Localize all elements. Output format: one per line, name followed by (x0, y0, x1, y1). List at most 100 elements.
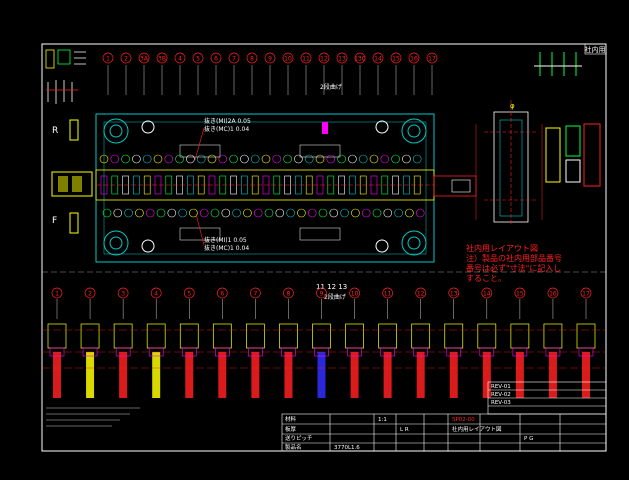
upper-punch (380, 154, 390, 164)
section-punch (416, 352, 425, 398)
section-ref-lines (42, 329, 606, 369)
lower-punch (286, 208, 295, 218)
upper-punch (110, 154, 120, 164)
bottom-station-marker (183, 287, 195, 299)
top-station-marker (264, 52, 276, 64)
bottom-group-label: 11 12 13 (316, 283, 347, 291)
upper-punch (121, 154, 130, 164)
tb-thickness: 板厚 (285, 425, 297, 433)
note-block: 社内用レイアウト図 注）製品の社内用部品番号 番号は必ず"寸法"に記入し するこ… (466, 243, 562, 283)
bottom-station-marker (51, 287, 63, 299)
top-station-label: 1 (106, 56, 110, 63)
section-punch (152, 352, 161, 398)
section-upper (543, 323, 563, 349)
bottom-station-label: 14 (483, 291, 491, 298)
section-upper (212, 323, 232, 349)
upper-punch (358, 154, 368, 164)
bottom-station-label: 2 (88, 291, 92, 298)
section-punch (317, 352, 326, 398)
lower-punch (307, 208, 317, 218)
front-label: F (52, 216, 57, 226)
note-line-4: すること。 (466, 274, 506, 283)
bottom-station-label: 4 (154, 291, 158, 298)
upper-punch (402, 154, 411, 164)
top-station-marker (192, 52, 204, 64)
lower-punch (243, 208, 252, 218)
lower-punch (405, 208, 414, 218)
strip-station (284, 175, 291, 195)
guide-plate (299, 227, 341, 241)
section-upper (510, 323, 530, 349)
section-punch (548, 352, 557, 398)
bottom-station-label: 13 (450, 291, 458, 298)
section-upper (411, 323, 431, 349)
tb-note: 社内用レイアウト図 (452, 425, 502, 433)
lower-punch (329, 208, 339, 218)
section-punch (582, 352, 590, 398)
sheet-tag-box (584, 43, 607, 55)
bottom-station-label: 12 (417, 291, 425, 298)
top-station-marker (336, 52, 348, 64)
top-station-label: 13 (338, 56, 346, 63)
section-upper (312, 323, 331, 349)
strip-station (143, 175, 151, 195)
upper-punch (240, 154, 249, 164)
bottom-station-marker (117, 287, 129, 299)
guide-plate (299, 144, 341, 158)
upper-punch (391, 154, 400, 164)
tb-dwg-no: 3770L1.6 (334, 445, 360, 451)
section-upper (113, 323, 133, 349)
section-views (47, 323, 596, 398)
upper-punch (196, 154, 206, 164)
bottom-station-marker (349, 287, 360, 299)
upper-punch (304, 154, 314, 164)
strip-layout (95, 122, 435, 241)
top-station-label: 15 (392, 56, 400, 63)
top-station-label: 12 (320, 56, 328, 63)
tb-part-no: SP02-00 (452, 417, 475, 423)
lower-punch (297, 208, 306, 218)
bottom-station-label: 7 (253, 291, 257, 298)
top-station-marker (210, 52, 222, 64)
section-punch (119, 352, 128, 398)
bottom-station-label: 8 (287, 291, 291, 298)
tb-product: 製品名 (285, 443, 302, 451)
tb-rev-3: REV-03 (491, 400, 511, 406)
note-line-2: 注）製品の社内用部品番号 (466, 253, 562, 263)
top-station-marker (156, 52, 168, 64)
top-station-marker (174, 52, 186, 64)
section-punch (284, 352, 293, 398)
lower-punch (199, 208, 209, 218)
guide-plate (179, 227, 221, 241)
upper-punch (153, 154, 163, 164)
section-punch (86, 352, 95, 398)
bottom-station-marker (580, 287, 592, 299)
lower-punch (275, 208, 285, 218)
section-upper (444, 323, 464, 349)
section-punch (449, 352, 458, 398)
top-station-marker (408, 52, 420, 64)
section-punch (185, 352, 194, 398)
tb-sheet: P G (524, 436, 533, 442)
bottom-station-label: 9 (320, 291, 324, 298)
section-upper (146, 323, 166, 349)
note-line-3: 番号は必ず"寸法"に記入し (466, 263, 561, 273)
top-station-marker (228, 52, 240, 64)
bottom-station-marker (547, 287, 559, 299)
bottom-group-sub: 2段曲げ (324, 293, 346, 301)
bottom-station-marker (514, 287, 526, 299)
upper-punch (132, 154, 141, 164)
detail-dim: φ (510, 102, 515, 110)
top-station-label: 11 (302, 56, 310, 63)
feed-entry (51, 171, 477, 197)
bottom-station-marker (84, 287, 96, 299)
lower-punch (264, 208, 274, 218)
bottom-station-marker (250, 287, 261, 299)
section-upper (345, 323, 364, 349)
upper-punch (315, 154, 325, 164)
upper-punch (175, 154, 184, 164)
lower-punch (178, 208, 187, 218)
bottom-station-label: 3 (121, 291, 125, 298)
title-block-text: 材料 板厚 送りピッチ 製品名 1:1 L R SP02-00 3770L1.6… (285, 384, 533, 451)
